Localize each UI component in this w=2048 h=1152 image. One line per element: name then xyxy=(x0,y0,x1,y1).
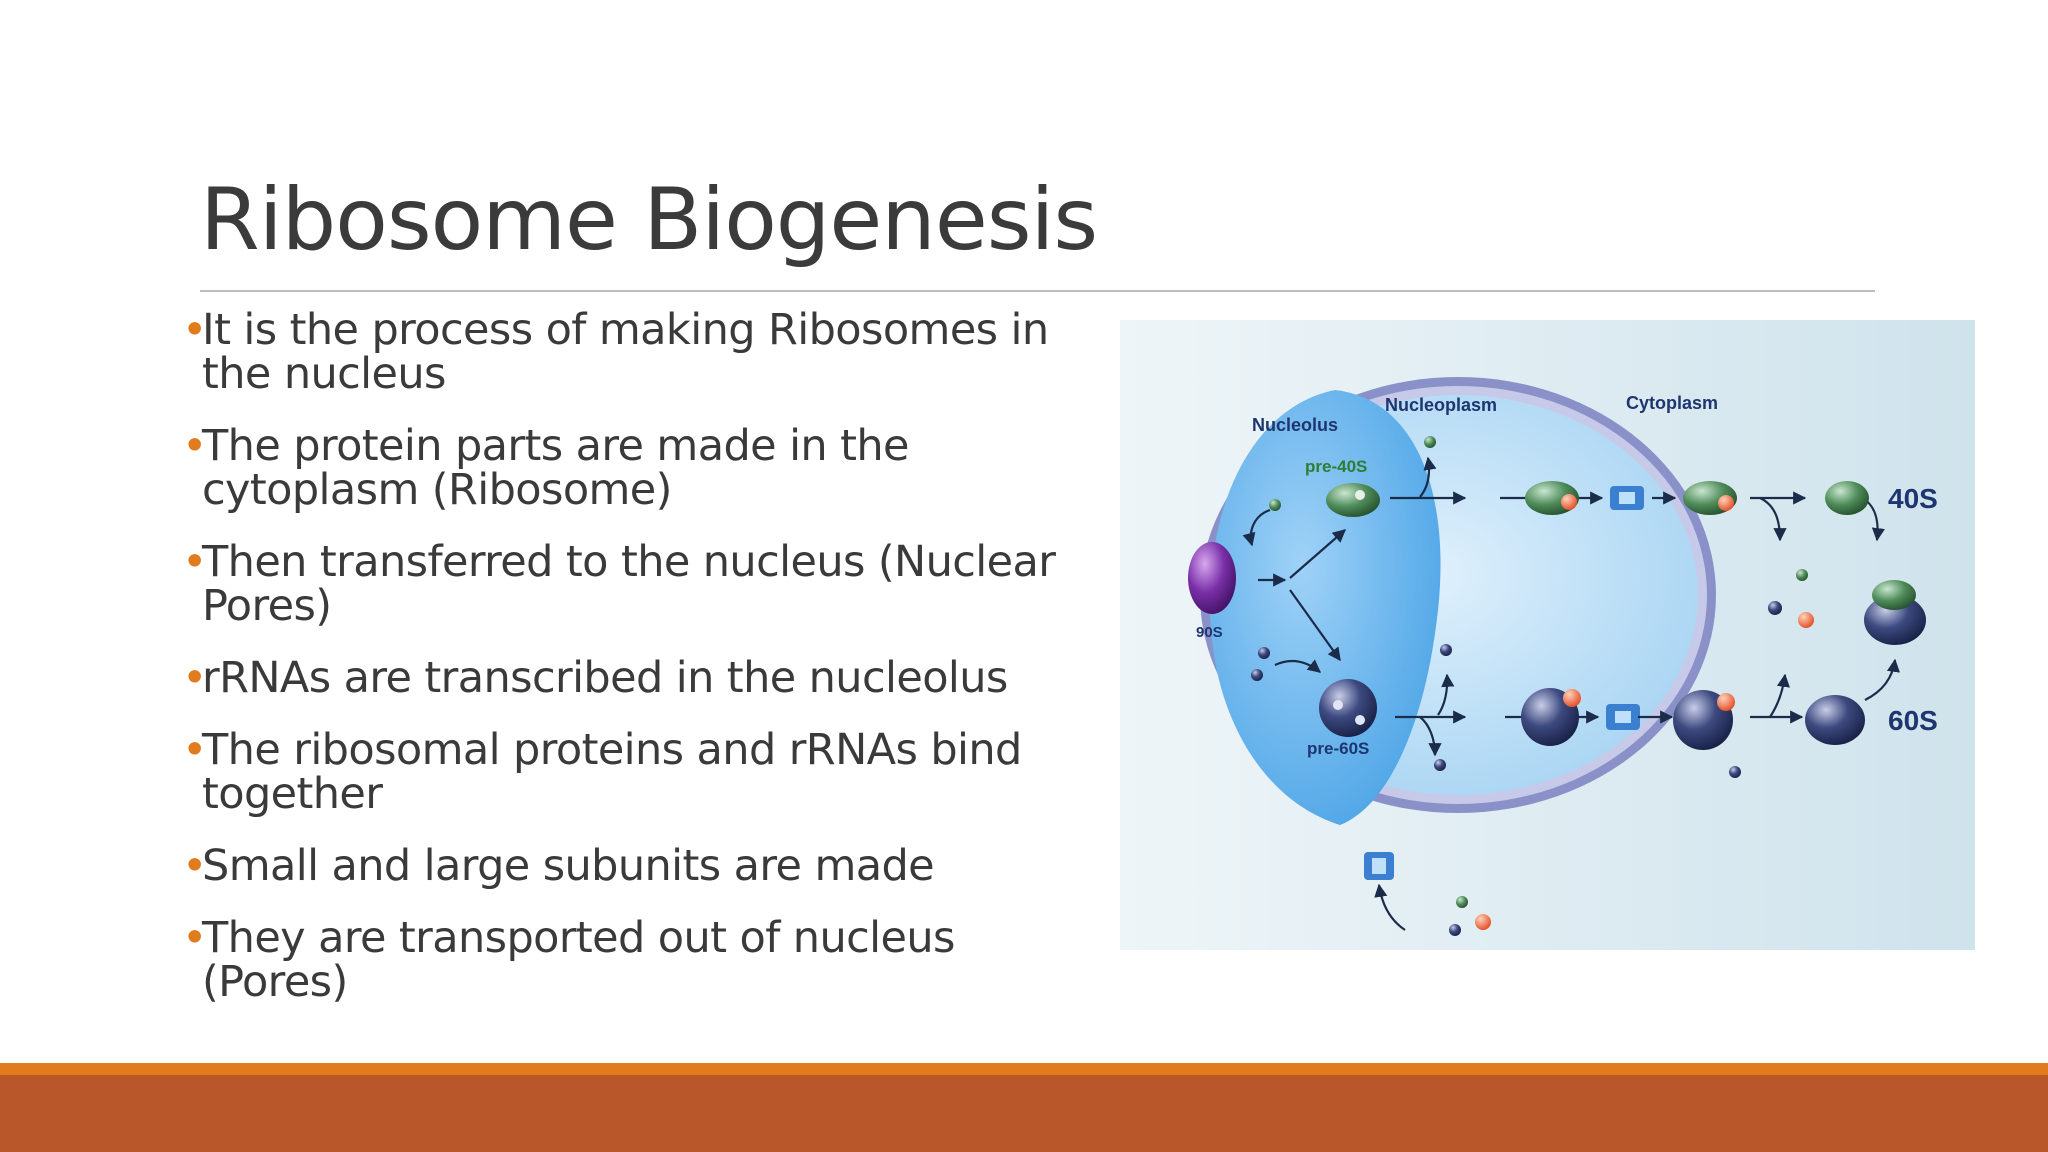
pre-60s-particle xyxy=(1319,679,1377,737)
footer-accent-stripe xyxy=(0,1063,2048,1075)
label-60s: 60S xyxy=(1888,705,1938,736)
slide-title: Ribosome Biogenesis xyxy=(200,170,1098,270)
nuclear-pores xyxy=(1364,486,1644,880)
title-divider xyxy=(200,290,1875,292)
bullet-item: •The protein parts are made in the cytop… xyxy=(182,424,1112,512)
nucleolus-region xyxy=(1210,390,1441,825)
bullet-item: •They are transported out of nucleus (Po… xyxy=(182,916,1112,1004)
bullet-item: •It is the process of making Ribosomes i… xyxy=(182,308,1112,396)
bullet-text: They are transported out of nucleus (Por… xyxy=(202,913,955,1007)
nucleoplasm-label: Nucleoplasm xyxy=(1385,395,1497,415)
footer-band xyxy=(0,1075,2048,1152)
bullet-item: •The ribosomal proteins and rRNAs bind t… xyxy=(182,728,1112,816)
region-labels: Nucleolus Nucleoplasm Cytoplasm xyxy=(1252,393,1718,435)
bullet-dot: • xyxy=(182,725,207,775)
nuclear-pore-icon xyxy=(1364,852,1394,880)
bullet-text: It is the process of making Ribosomes in… xyxy=(202,305,1049,399)
bullet-dot: • xyxy=(182,305,207,355)
subunit-particle xyxy=(1825,481,1869,515)
bullet-dot: • xyxy=(182,913,207,963)
bullet-item: •Small and large subunits are made xyxy=(182,844,1112,888)
bullet-dot: • xyxy=(182,537,207,587)
nucleolus-label: Nucleolus xyxy=(1252,415,1338,435)
bullet-item: •Then transferred to the nucleus (Nuclea… xyxy=(182,540,1112,628)
label-pre-40s: pre-40S xyxy=(1305,457,1367,476)
subunit-particle xyxy=(1805,695,1865,745)
bullet-text: The protein parts are made in the cytopl… xyxy=(202,421,910,515)
assembled-ribosome xyxy=(1864,580,1926,645)
label-40s: 40S xyxy=(1888,483,1938,514)
label-pre-60s: pre-60S xyxy=(1307,739,1369,758)
particle-90s: 90S xyxy=(1188,542,1236,641)
bullet-dot: • xyxy=(182,421,207,471)
bullet-list: •It is the process of making Ribosomes i… xyxy=(182,308,1112,1032)
bullet-dot: • xyxy=(182,841,207,891)
nuclear-pore-icon xyxy=(1606,704,1640,730)
bullet-dot: • xyxy=(182,653,207,703)
cytoplasm-label: Cytoplasm xyxy=(1626,393,1718,413)
large-subunit-path: pre-60S 60S xyxy=(1251,644,1938,778)
nuclear-pore-icon xyxy=(1610,486,1644,510)
incoming-proteins xyxy=(1449,896,1491,936)
label-90s: 90S xyxy=(1196,624,1223,641)
ribosome-biogenesis-diagram: Nucleolus Nucleoplasm Cytoplasm xyxy=(1120,320,1975,950)
pre-40s-particle xyxy=(1326,483,1380,517)
bullet-text: The ribosomal proteins and rRNAs bind to… xyxy=(202,725,1022,819)
bullet-item: •rRNAs are transcribed in the nucleolus xyxy=(182,656,1112,700)
small-subunit-path: pre-40S 40S xyxy=(1269,436,1938,628)
bullet-text: Small and large subunits are made xyxy=(202,841,935,891)
bullet-text: Then transferred to the nucleus (Nuclear… xyxy=(202,537,1056,631)
bullet-text: rRNAs are transcribed in the nucleolus xyxy=(202,653,1008,703)
arrows xyxy=(1242,456,1900,931)
diagram-canvas: Nucleolus Nucleoplasm Cytoplasm xyxy=(1120,320,1975,950)
